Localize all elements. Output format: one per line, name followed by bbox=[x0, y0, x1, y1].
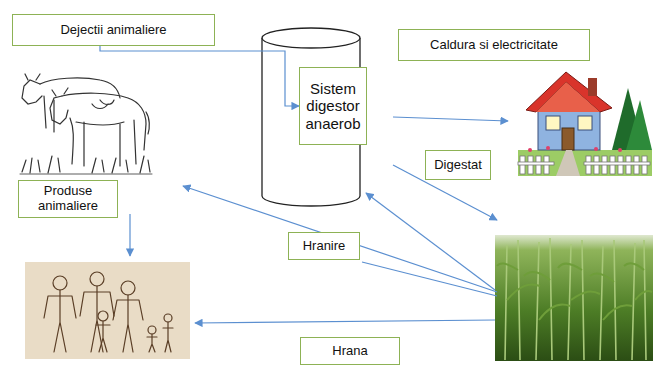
label-box: Hranire bbox=[288, 232, 360, 260]
label-box: Produse animaliere bbox=[18, 180, 118, 218]
people-sketch bbox=[25, 262, 190, 359]
label-text: Hranire bbox=[303, 239, 346, 254]
label-box-content: Hranire bbox=[303, 239, 346, 254]
label-box-content: Produse animaliere bbox=[24, 184, 112, 214]
label-box: Dejectii animaliere bbox=[12, 14, 215, 46]
label-text: Sistem digestor anaerob bbox=[305, 80, 361, 132]
cows-drawing bbox=[20, 74, 152, 174]
label-box-content: Digestat bbox=[434, 158, 482, 173]
label-box-content: Sistem digestor anaerob bbox=[305, 80, 361, 132]
label-box-content: Hrana bbox=[332, 344, 367, 359]
label-text: Caldura si electricitate bbox=[430, 38, 558, 53]
flow-arrow bbox=[100, 46, 299, 106]
label-box: Hrana bbox=[300, 337, 400, 365]
digester-cylinder bbox=[262, 28, 360, 206]
label-text: Hrana bbox=[332, 344, 367, 359]
house-illustration bbox=[518, 72, 652, 176]
flow-arrows bbox=[130, 117, 508, 323]
label-text: Dejectii animaliere bbox=[60, 23, 166, 38]
label-text: Produse animaliere bbox=[24, 184, 112, 214]
label-box: Digestat bbox=[425, 150, 491, 180]
corn-field-photo bbox=[495, 235, 653, 361]
label-text: Digestat bbox=[434, 158, 482, 173]
label-box: Caldura si electricitate bbox=[398, 29, 590, 61]
label-box-content: Dejectii animaliere bbox=[60, 23, 166, 38]
label-box: Sistem digestor anaerob bbox=[299, 67, 367, 145]
label-box-content: Caldura si electricitate bbox=[430, 38, 558, 53]
